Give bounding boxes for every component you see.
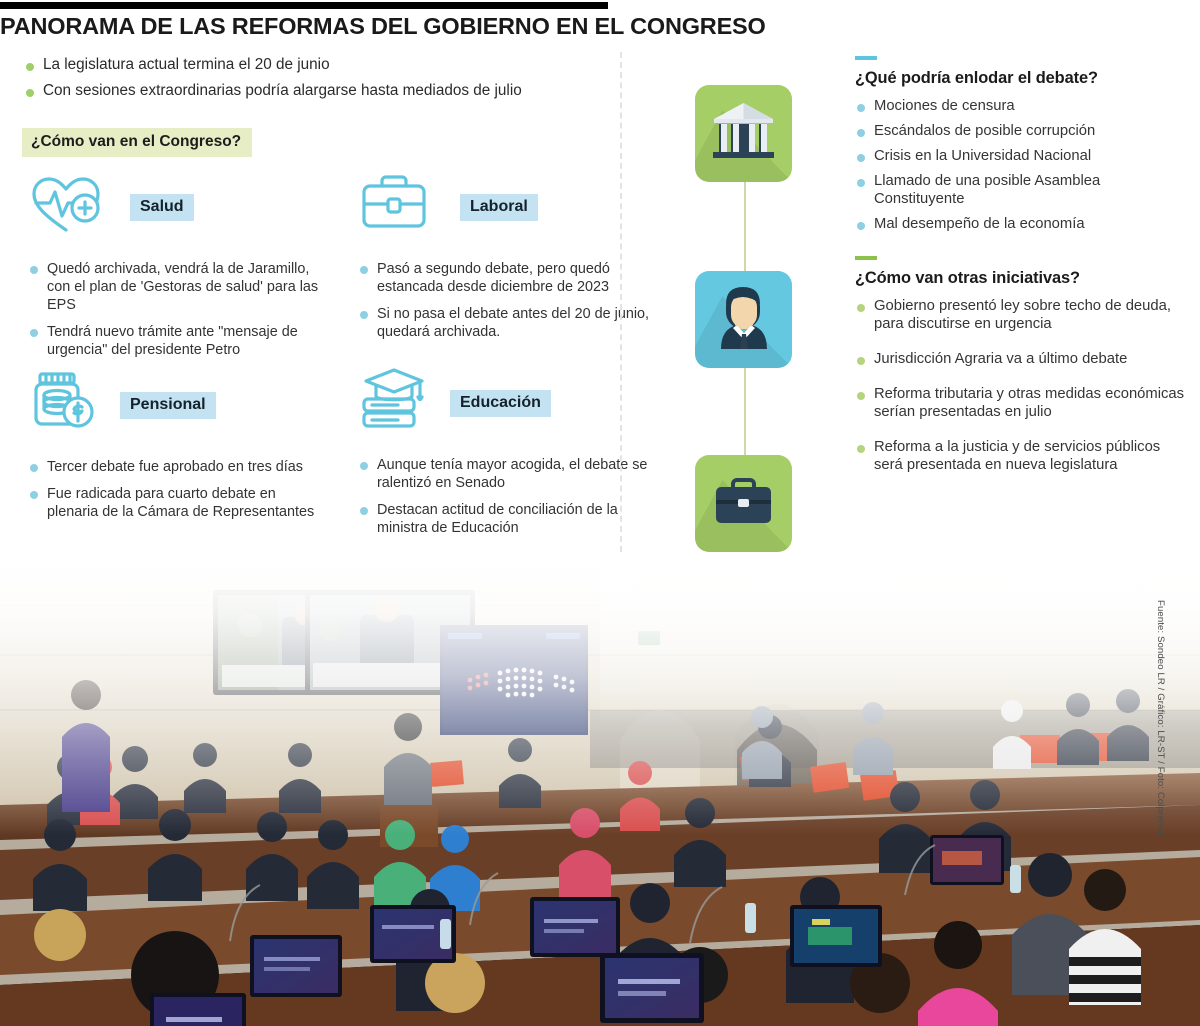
list-item: Reforma tributaria y otras medidas econó… xyxy=(855,385,1185,421)
list-item: Aunque tenía mayor acogida, el debate se… xyxy=(358,456,658,492)
graduation-books-icon xyxy=(358,366,438,437)
reform-list-salud: Quedó archivada, vendrá la de Jaramillo,… xyxy=(28,260,328,368)
center-card-politician xyxy=(695,271,792,368)
briefcase-icon xyxy=(358,172,434,241)
center-card-briefcase xyxy=(695,455,792,552)
politician-avatar-icon xyxy=(721,287,767,349)
list-item: Pasó a segundo debate, pero quedó estanc… xyxy=(358,260,658,296)
center-card-congress xyxy=(695,85,792,182)
list-item: Crisis en la Universidad Nacional xyxy=(855,147,1185,165)
list-item: Si no pasa el debate antes del 20 de jun… xyxy=(358,305,658,341)
money-jar-icon xyxy=(28,370,104,439)
list-item: Fue radicada para cuarto debate en plena… xyxy=(28,485,328,521)
accent-dash xyxy=(855,256,877,260)
intro-list: La legislatura actual termina el 20 de j… xyxy=(24,56,584,107)
card-connector xyxy=(744,182,746,271)
heart-pulse-icon xyxy=(28,172,104,241)
reform-list-pensional: Tercer debate fue aprobado en tres días … xyxy=(28,458,328,530)
list-item: Tercer debate fue aprobado en tres días xyxy=(28,458,328,476)
vertical-dashed-divider xyxy=(620,52,623,552)
source-credit: Fuente: Sondeo LR / Gráfico: LR-ST / Fot… xyxy=(1155,600,1166,837)
list-item: Reforma a la justicia y de servicios púb… xyxy=(855,438,1185,474)
list-item: Mal desempeño de la economía xyxy=(855,215,1185,233)
list-item: Con sesiones extraordinarias podría alar… xyxy=(24,82,584,101)
list-item: Tendrá nuevo trámite ante "mensaje de ur… xyxy=(28,323,328,359)
congress-plenary-photo xyxy=(0,505,1200,1026)
enlodar-list: Mociones de censura Escándalos de posibl… xyxy=(855,97,1185,233)
section-heading: ¿Cómo van otras iniciativas? xyxy=(855,269,1080,287)
section-heading: ¿Qué podría enlodar el debate? xyxy=(855,69,1098,87)
accent-dash xyxy=(855,56,877,60)
list-item: La legislatura actual termina el 20 de j… xyxy=(24,56,584,75)
card-connector xyxy=(744,368,746,455)
reform-tag-salud: Salud xyxy=(130,194,194,221)
right-section-enlodar: ¿Qué podría enlodar el debate? Mociones … xyxy=(855,56,1185,240)
section-label-congreso: ¿Cómo van en el Congreso? xyxy=(22,128,253,157)
briefcase-solid-icon xyxy=(716,478,771,523)
capitol-building-icon xyxy=(713,103,774,158)
page-title: PANORAMA DE LAS REFORMAS DEL GOBIERNO EN… xyxy=(0,13,766,39)
reform-list-educacion: Aunque tenía mayor acogida, el debate se… xyxy=(358,456,658,546)
list-item: Escándalos de posible corrupción xyxy=(855,122,1185,140)
list-item: Destacan actitud de conciliación de la m… xyxy=(358,501,658,537)
list-item: Llamado de una posible Asamblea Constitu… xyxy=(855,172,1185,208)
iniciativas-list: Gobierno presentó ley sobre techo de deu… xyxy=(855,297,1185,474)
list-item: Mociones de censura xyxy=(855,97,1185,115)
list-item: Gobierno presentó ley sobre techo de deu… xyxy=(855,297,1185,333)
reform-list-laboral: Pasó a segundo debate, pero quedó estanc… xyxy=(358,260,658,350)
reform-tag-pensional: Pensional xyxy=(120,392,216,419)
right-section-iniciativas: ¿Cómo van otras iniciativas? Gobierno pr… xyxy=(855,256,1185,491)
reform-tag-laboral: Laboral xyxy=(460,194,538,221)
reform-tag-educacion: Educación xyxy=(450,390,551,417)
list-item: Quedó archivada, vendrá la de Jaramillo,… xyxy=(28,260,328,314)
top-rule xyxy=(0,2,608,9)
list-item: Jurisdicción Agraria va a último debate xyxy=(855,350,1185,368)
